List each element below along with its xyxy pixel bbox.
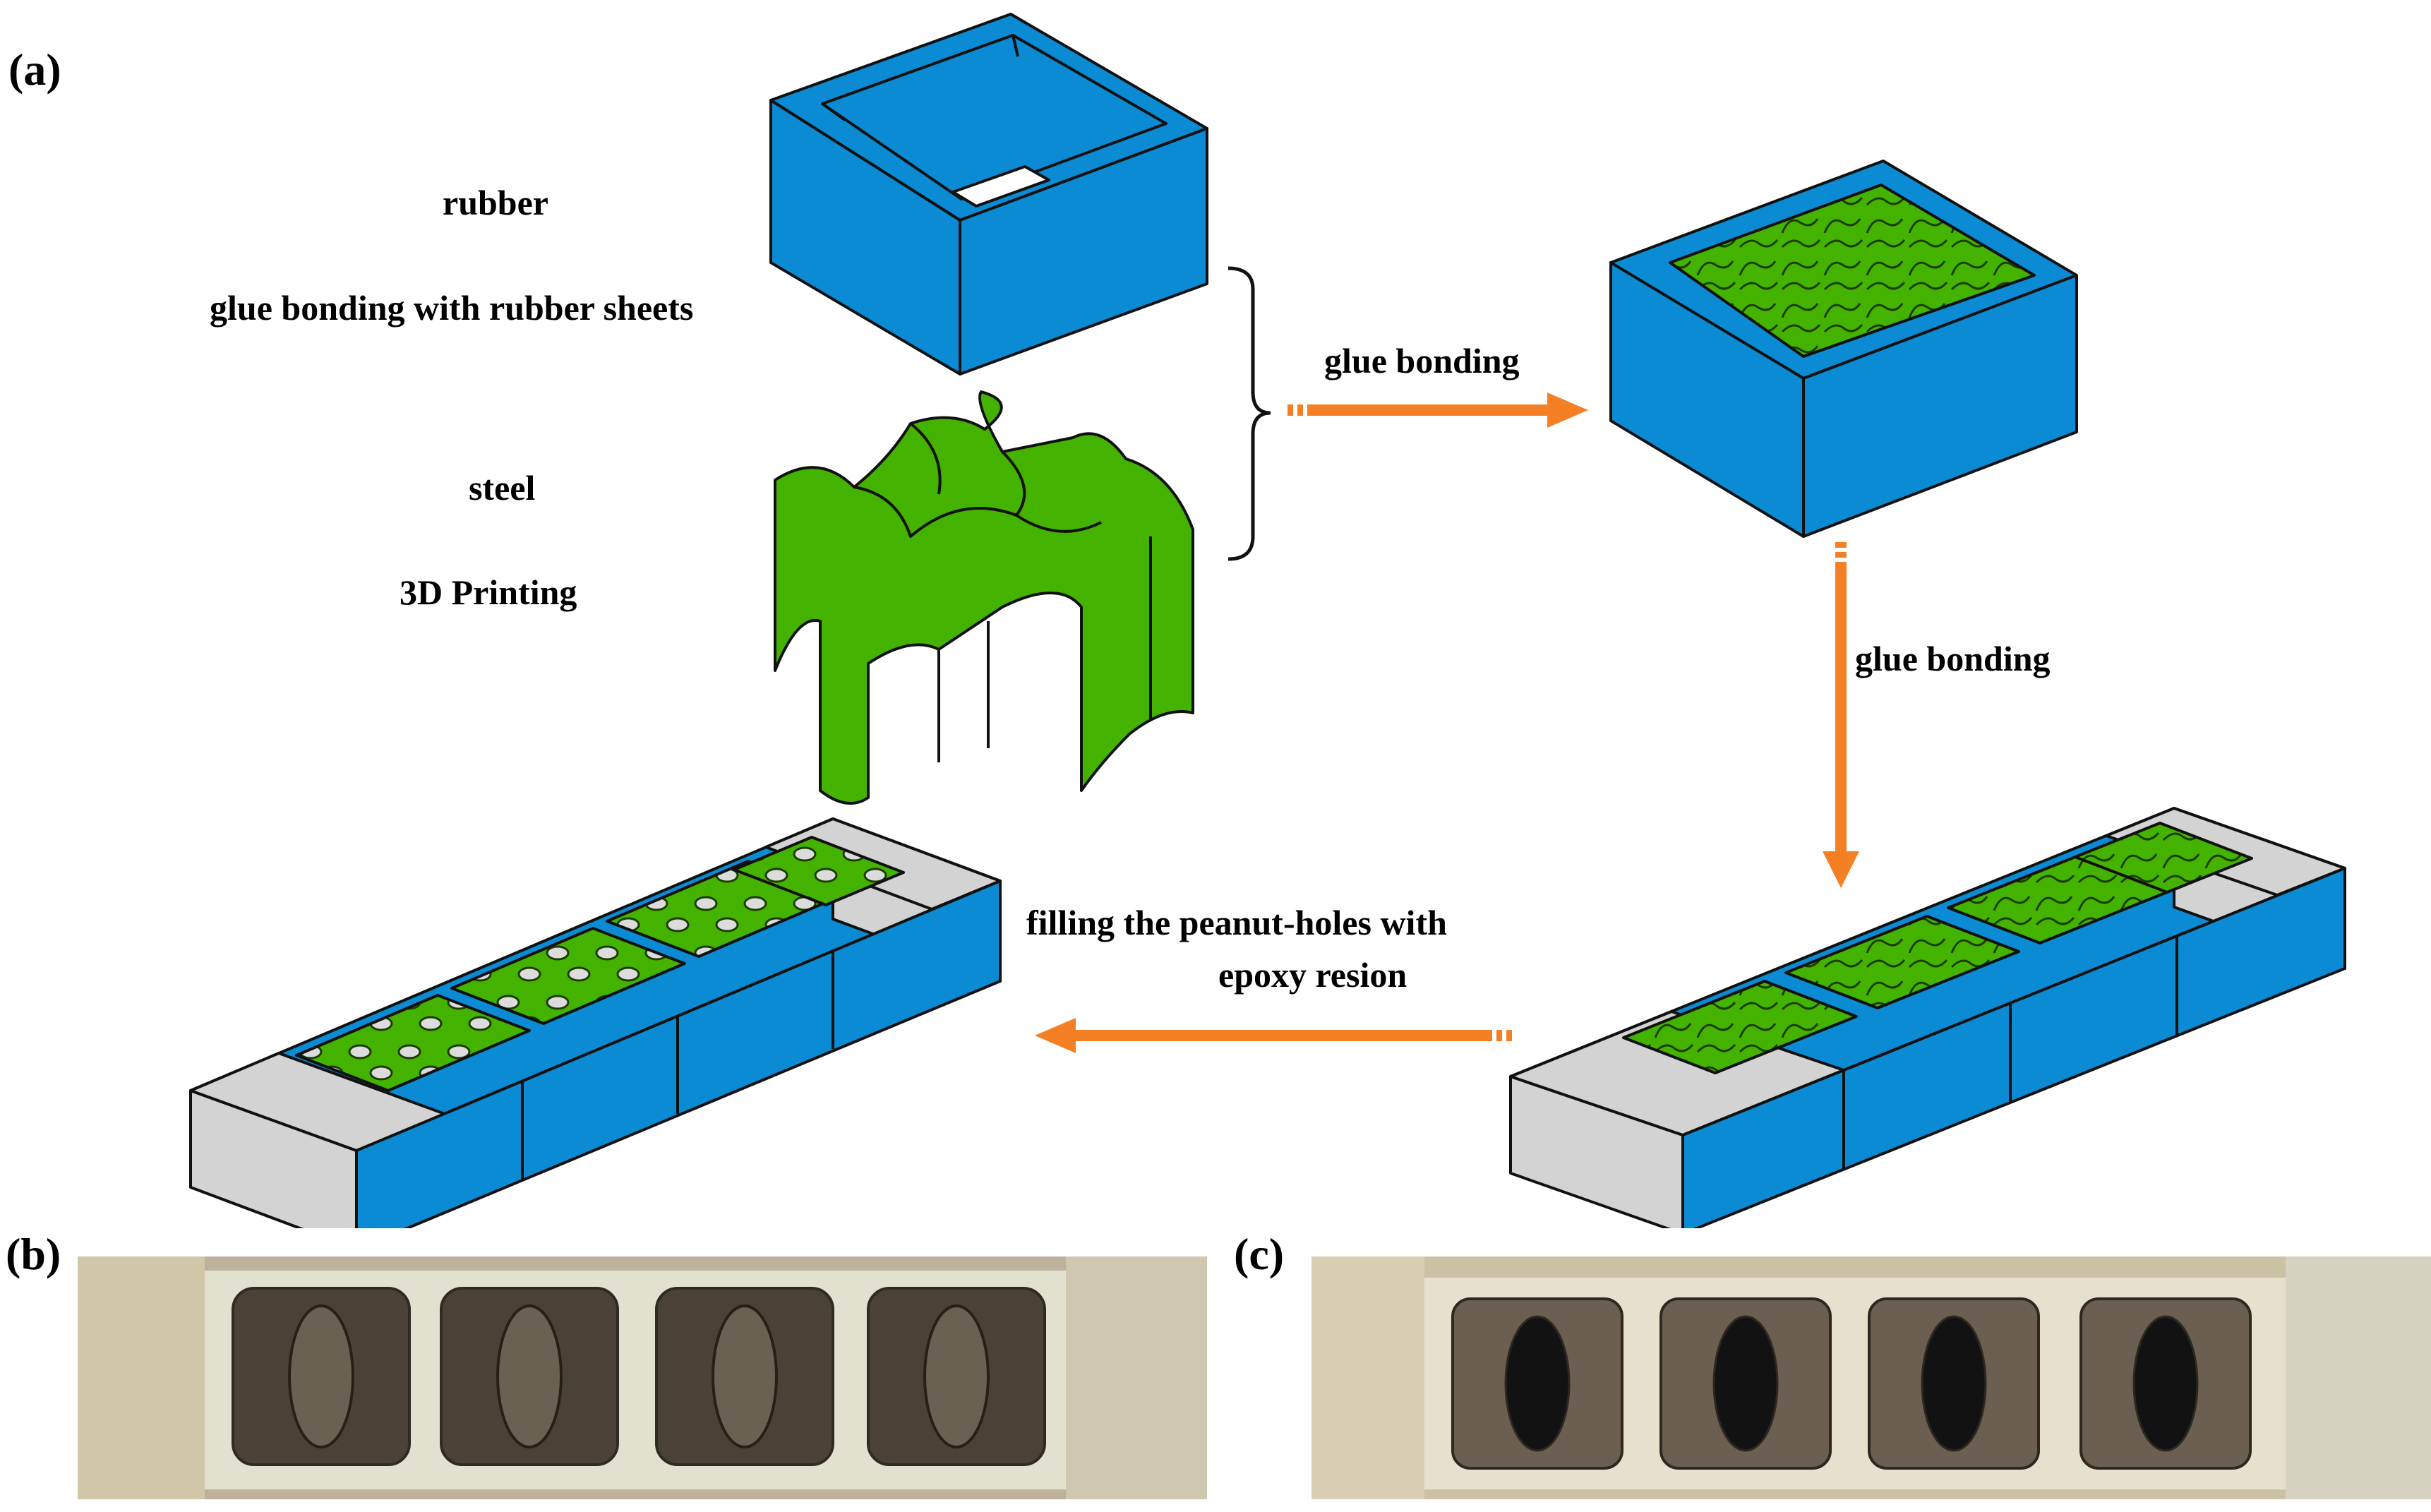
schematic-diagram xyxy=(189,13,2346,1228)
step1-label: glue bonding xyxy=(1324,341,1520,380)
beam-filled-left xyxy=(189,817,1002,1228)
photo-c-empty-specimen xyxy=(1311,1256,2431,1499)
steel-process-label: 3D Printing xyxy=(400,572,577,612)
arrow-filling-left xyxy=(1035,1018,1512,1053)
step3-label-line1: filling the peanut-holes with xyxy=(1026,903,1447,942)
photo-c-drawing xyxy=(1311,1256,2431,1499)
rubber-frame xyxy=(769,13,1208,376)
step3-label-line2: epoxy resion xyxy=(1218,955,1407,995)
steel-lattice xyxy=(774,390,1194,805)
photo-b-drawing xyxy=(78,1256,1207,1499)
arrow-glue-bonding-right xyxy=(1287,392,1588,428)
arrow-glue-bonding-down xyxy=(1823,542,1859,888)
beam-assembled-right xyxy=(1509,807,2346,1228)
photo-b-filled-specimen xyxy=(78,1256,1207,1499)
steel-label: steel xyxy=(469,468,536,508)
step2-label: glue bonding xyxy=(1855,639,2051,678)
rubber-process-label: glue bonding with rubber sheets xyxy=(210,288,694,328)
grouping-brace xyxy=(1227,266,1271,561)
panel-label-c: (c) xyxy=(1234,1229,1285,1279)
panel-label-a: (a) xyxy=(8,44,61,95)
panel-label-b: (b) xyxy=(6,1229,61,1279)
assembled-cell xyxy=(1609,160,2078,538)
rubber-label: rubber xyxy=(443,183,548,222)
